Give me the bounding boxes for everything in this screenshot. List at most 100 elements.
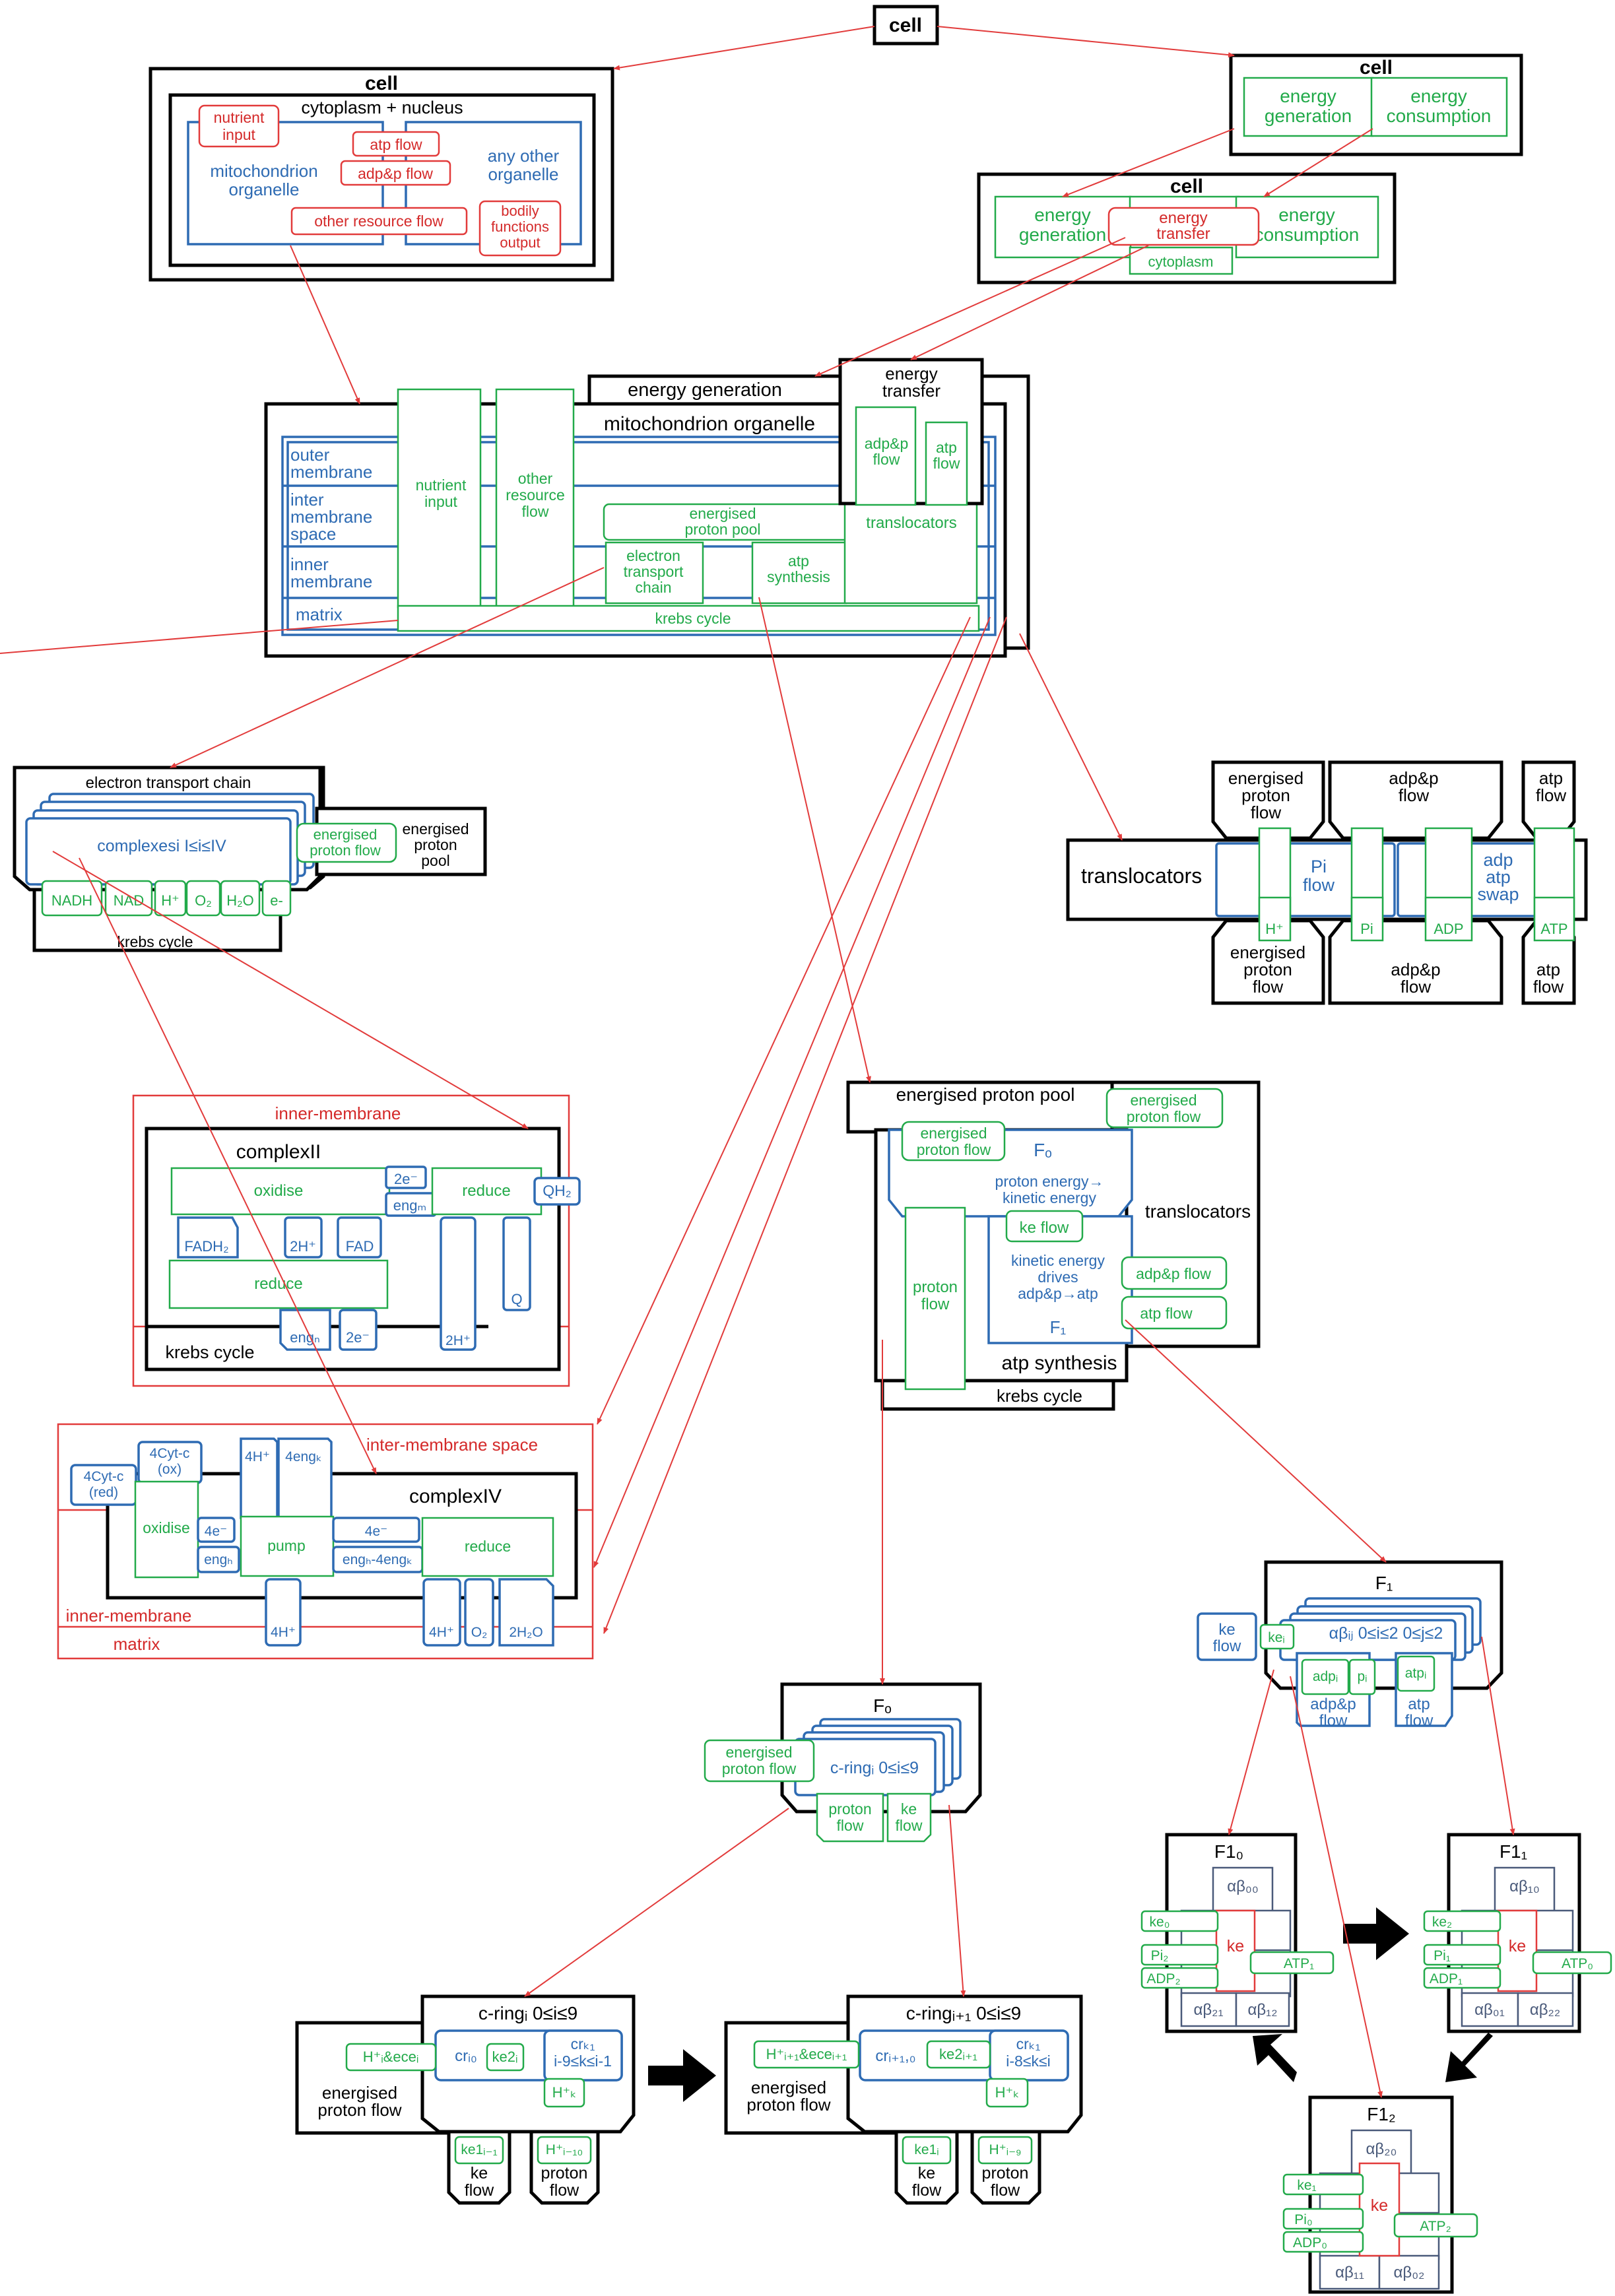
f1-atpi: atpᵢ	[1405, 1666, 1427, 1681]
etc-krebs: krebs cycle	[117, 933, 193, 950]
c2-qh2: QH₂	[543, 1182, 571, 1199]
c4-inner: inner-membrane	[66, 1606, 192, 1625]
top-cell-box	[873, 5, 939, 46]
c4-o2: O₂	[471, 1625, 488, 1640]
c4-4e2: 4e⁻	[365, 1524, 387, 1539]
c4-matrix: matrix	[114, 1634, 160, 1654]
c4-engh4: engₕ-4engₖ	[343, 1552, 412, 1567]
f10-title: F1₀	[1214, 1841, 1243, 1862]
d2-cell-title: cell	[1360, 57, 1393, 79]
d1-cell-title: cell	[365, 73, 398, 94]
as-krebs: krebs cycle	[997, 1386, 1082, 1406]
cr1-cri0: crᵢ₀	[455, 2047, 477, 2065]
f11-ab22: αβ₂₂	[1530, 2001, 1560, 2019]
tr-h-lbl: H⁺	[1265, 921, 1284, 937]
d4-matrix: matrix	[296, 605, 343, 624]
d4-mito-title: mitochondrion organelle	[604, 413, 815, 435]
f11-title: F1₁	[1500, 1841, 1527, 1862]
cr2-ke1: ke1ᵢ	[914, 2142, 939, 2157]
f12-pi0: Pi₀	[1294, 2212, 1312, 2227]
f10-ab12: αβ₁₂	[1247, 2001, 1277, 2019]
c4-ims: inter-membrane space	[366, 1435, 538, 1455]
cr1-ke2: ke2ᵢ	[492, 2049, 518, 2065]
f12-ab02: αβ₀₂	[1394, 2264, 1425, 2281]
etc-complexes: complexesi I≤i≤IV	[97, 837, 226, 855]
c2-title: complexII	[236, 1141, 321, 1163]
f10-ke0: ke₀	[1150, 1915, 1170, 1930]
c2-fadh2: FADH₂	[184, 1238, 228, 1255]
cr2-ke2: ke2ᵢ₊₁	[939, 2046, 977, 2062]
f12-atp2: ATP₂	[1420, 2219, 1451, 2234]
c4-oxidise: oxidise	[143, 1519, 190, 1536]
etc-nadh: NADH	[51, 892, 92, 909]
f1-abij: αβᵢⱼ 0≤i≤2 0≤j≤2	[1329, 1624, 1443, 1643]
c4-cytred: 4Cyt-c(red)	[84, 1469, 124, 1500]
top-cell-label: cell	[889, 15, 922, 36]
mitochondrion-diagram: energy generation mitochondrion organell…	[264, 358, 1030, 658]
tr-adp-lbl: ADP	[1434, 921, 1463, 937]
as-ke-conv: proton energy→kinetic energy	[995, 1173, 1104, 1206]
f10-pi2: Pi₂	[1151, 1948, 1169, 1963]
f11-ke2: ke₂	[1432, 1915, 1452, 1930]
as-pool: energised proton pool	[896, 1084, 1075, 1105]
f12-ke1: ke₁	[1297, 2178, 1316, 2193]
d1-cyto-title: cytoplasm + nucleus	[301, 98, 463, 117]
tr-pi-lbl: Pi	[1360, 921, 1373, 937]
c4-4h-c: 4H⁺	[429, 1625, 454, 1640]
d4-translocators: translocators	[866, 514, 956, 532]
f10-ab21: αβ₂₁	[1193, 2001, 1223, 2019]
as-translocators: translocators	[1145, 1201, 1251, 1222]
f11-atp0: ATP₀	[1562, 1956, 1593, 1971]
f12-ab11: αβ₁₁	[1335, 2264, 1364, 2281]
as-adp: adp&p flow	[1136, 1265, 1211, 1282]
c2-2h-bot: 2H⁺	[445, 1333, 471, 1348]
f10-atp1: ATP₁	[1284, 1956, 1314, 1971]
c4-cytox: 4Cyt-c(ox)	[150, 1446, 190, 1477]
cr1-title: c-ringᵢ 0≤i≤9	[478, 2003, 577, 2023]
f1-pi: pᵢ	[1358, 1669, 1368, 1684]
etc-title: electron transport chain	[86, 774, 251, 792]
cr2-hece: H⁺ᵢ₊₁&eceᵢ₊₁	[766, 2046, 847, 2062]
f12-title: F1₂	[1367, 2104, 1396, 2124]
f10-ab00: αβ₀₀	[1227, 1878, 1259, 1895]
f1-0-diagram: F1₀ αβ₀₀ αβ₂₁ αβ₁₂ ke ke₀ Pi₂ ADP₂ ATP₁	[1140, 1833, 1335, 2033]
cr2-hk: H⁺ₖ	[995, 2084, 1020, 2101]
fo-cring: c-ringᵢ 0≤i≤9	[830, 1759, 919, 1777]
f1-kei: keᵢ	[1268, 1630, 1284, 1645]
c4-title: complexIV	[409, 1486, 502, 1507]
cr1-hk: H⁺ₖ	[552, 2084, 577, 2101]
f1-1-diagram: F1₁ αβ₁₀ αβ₀₁ αβ₂₂ ke ke₂ Pi₁ ADP₁ ATP₀	[1423, 1833, 1612, 2033]
d1-other-resource-flow: other resource flow	[314, 213, 444, 230]
c4-4h-b: 4H⁺	[271, 1625, 296, 1640]
as-keflow: ke flow	[1020, 1219, 1069, 1237]
